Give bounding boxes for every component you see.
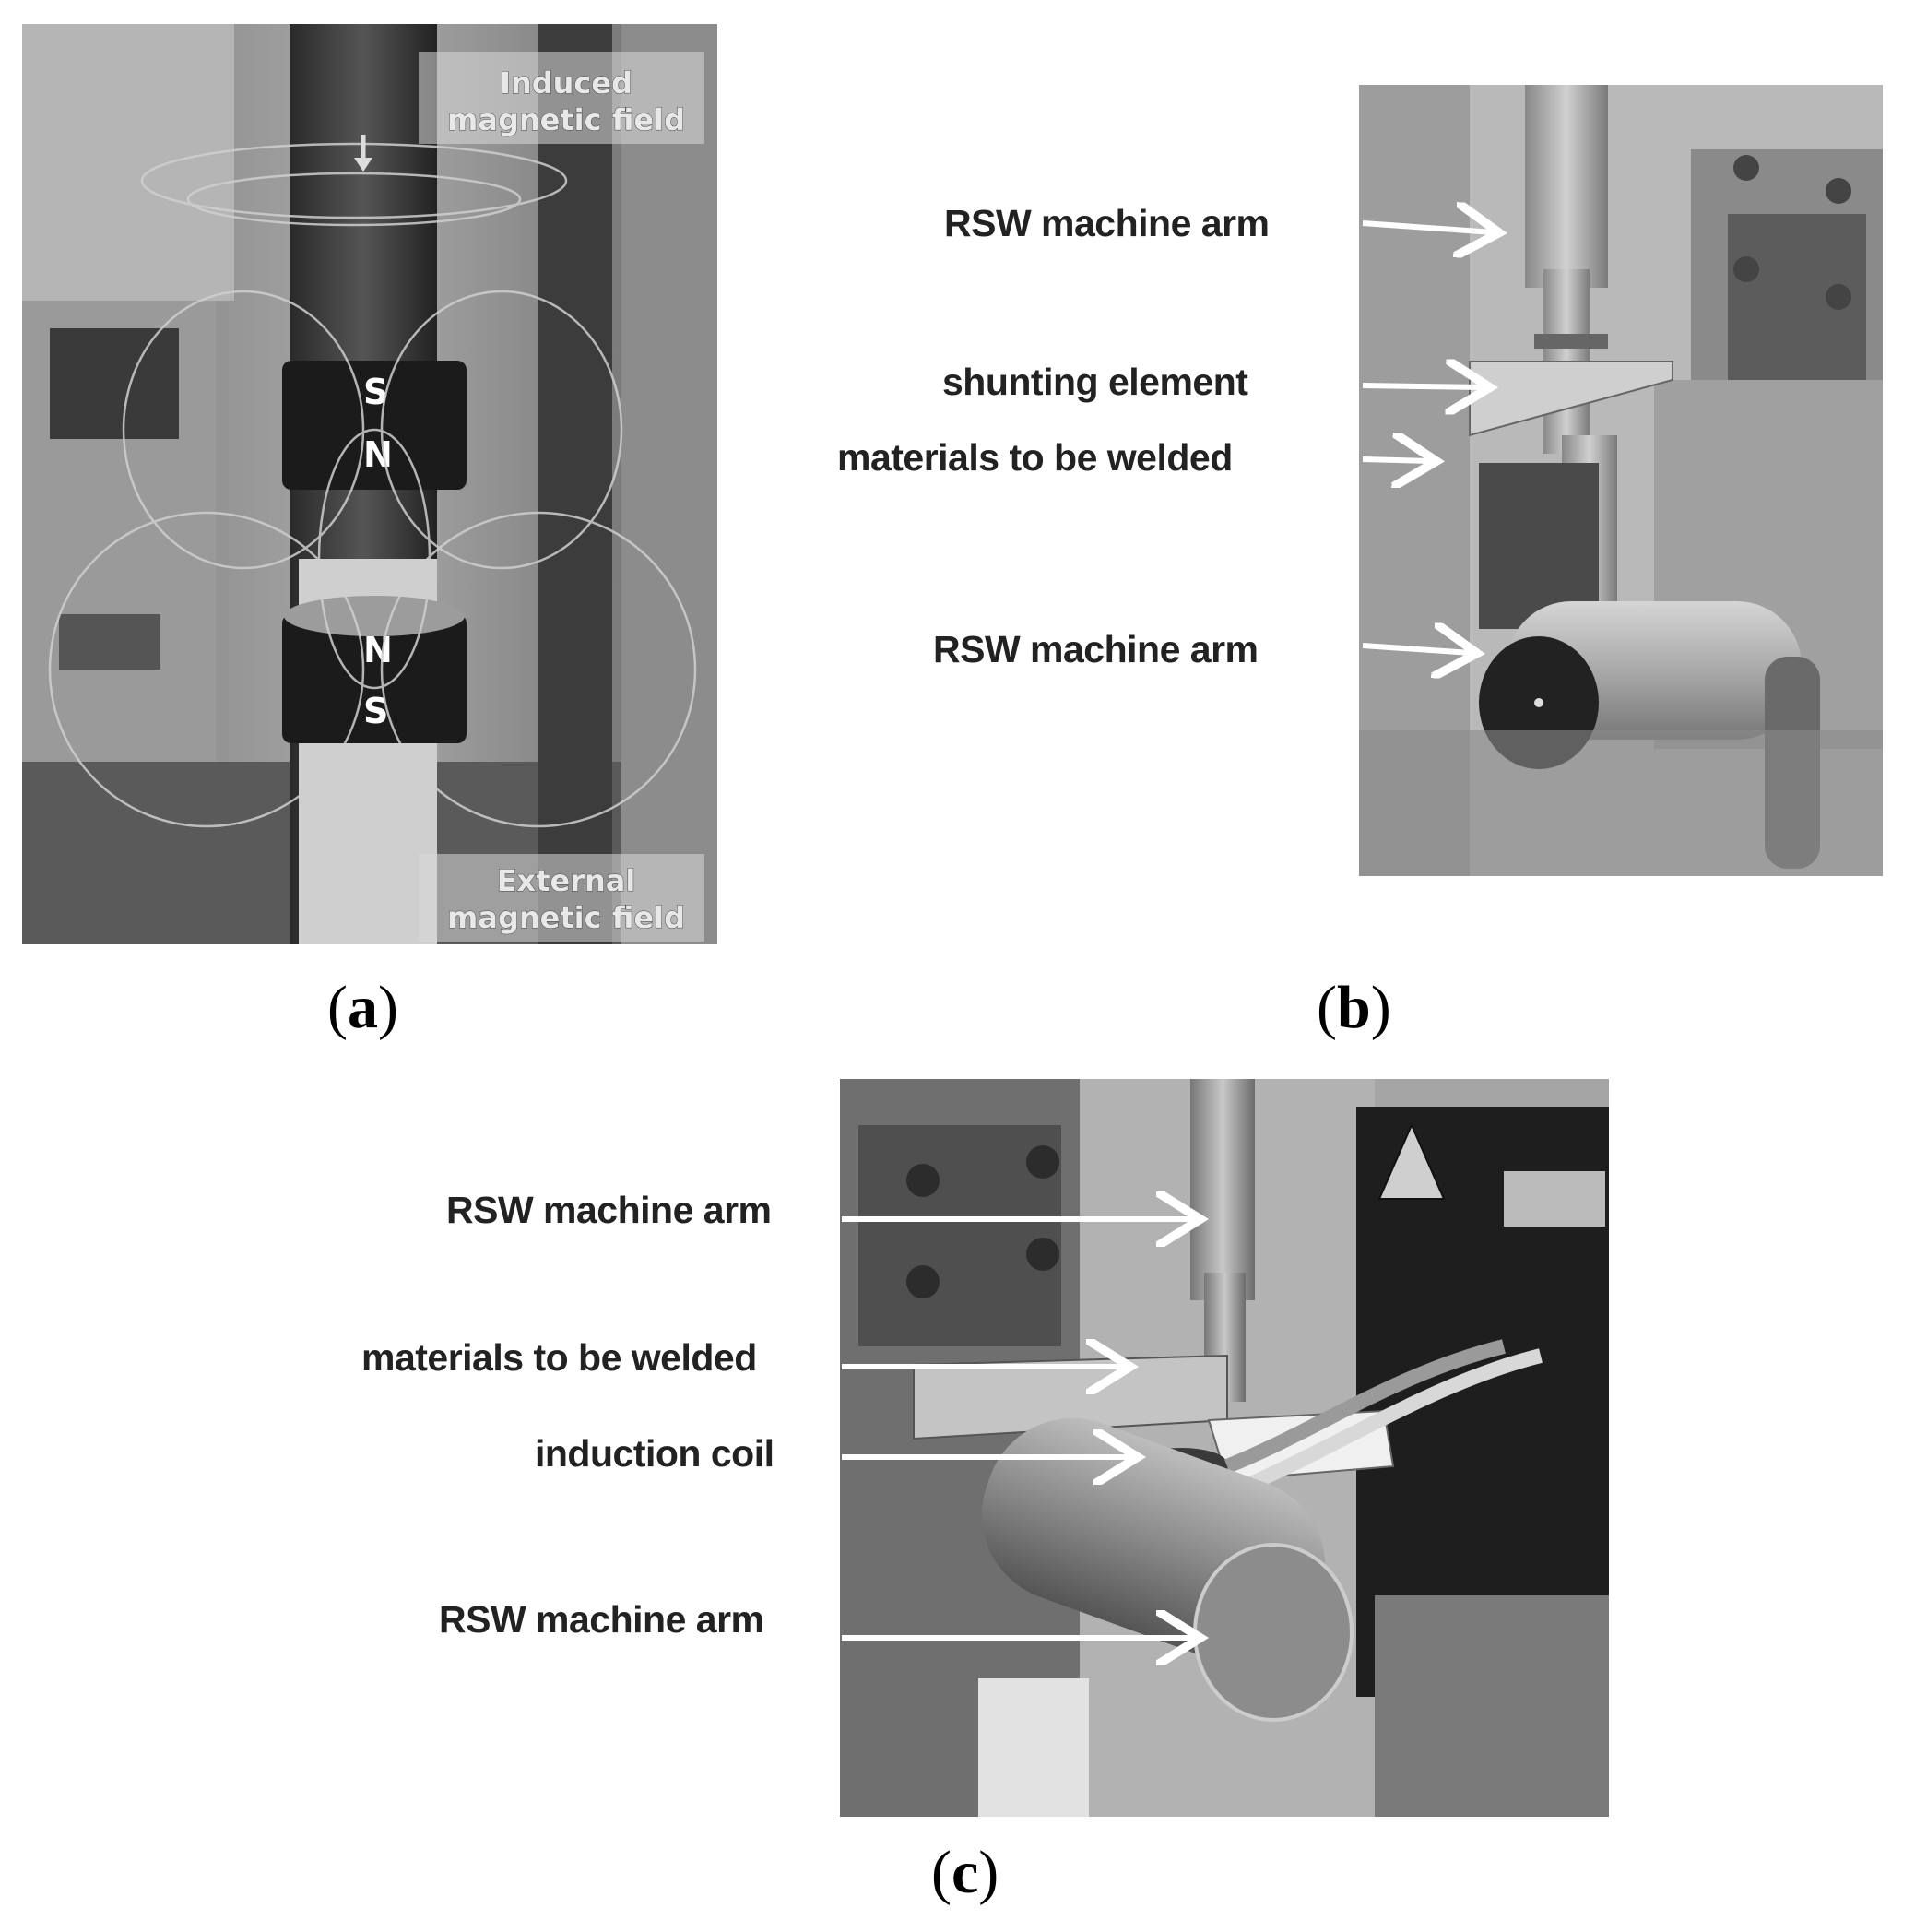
caption-b-letter: b <box>1336 974 1371 1041</box>
label-c-rsw-arm-bottom: RSW machine arm <box>439 1598 764 1641</box>
caption-a: (a) <box>327 974 398 1041</box>
induced-field-line2: magnetic field <box>447 102 685 137</box>
panel-a-photo: S N N S Induced magnetic field External … <box>22 24 717 944</box>
label-b-shunting-element: shunting element <box>942 361 1248 403</box>
external-field-line1: External <box>497 863 636 898</box>
label-b-rsw-arm-bottom: RSW machine arm <box>933 628 1259 670</box>
shunting-setup-illustration <box>1359 85 1883 876</box>
lower-magnet-top-pole: N <box>363 630 393 670</box>
label-b-rsw-arm-top: RSW machine arm <box>944 202 1270 244</box>
caption-b: (b) <box>1317 974 1391 1041</box>
magnet-setup-illustration: S N N S Induced magnetic field External … <box>22 24 717 944</box>
panel-c-photo <box>840 1079 1609 1817</box>
label-c-rsw-arm-top: RSW machine arm <box>446 1189 772 1231</box>
induced-field-line1: Induced <box>500 65 632 101</box>
caption-c: (c) <box>931 1839 999 1906</box>
upper-magnet-top-pole: S <box>363 372 388 412</box>
label-c-induction-coil: induction coil <box>535 1432 774 1475</box>
magnetic-field-lines <box>48 142 697 828</box>
label-c-materials: materials to be welded <box>361 1336 757 1379</box>
caption-c-letter: c <box>951 1839 979 1906</box>
induction-setup-illustration <box>840 1079 1609 1817</box>
caption-a-letter: a <box>347 974 378 1041</box>
external-field-line2: magnetic field <box>447 900 685 935</box>
panel-b-photo <box>1359 85 1883 876</box>
label-b-materials: materials to be welded <box>837 436 1233 479</box>
upper-magnet-bottom-pole: N <box>363 434 393 475</box>
